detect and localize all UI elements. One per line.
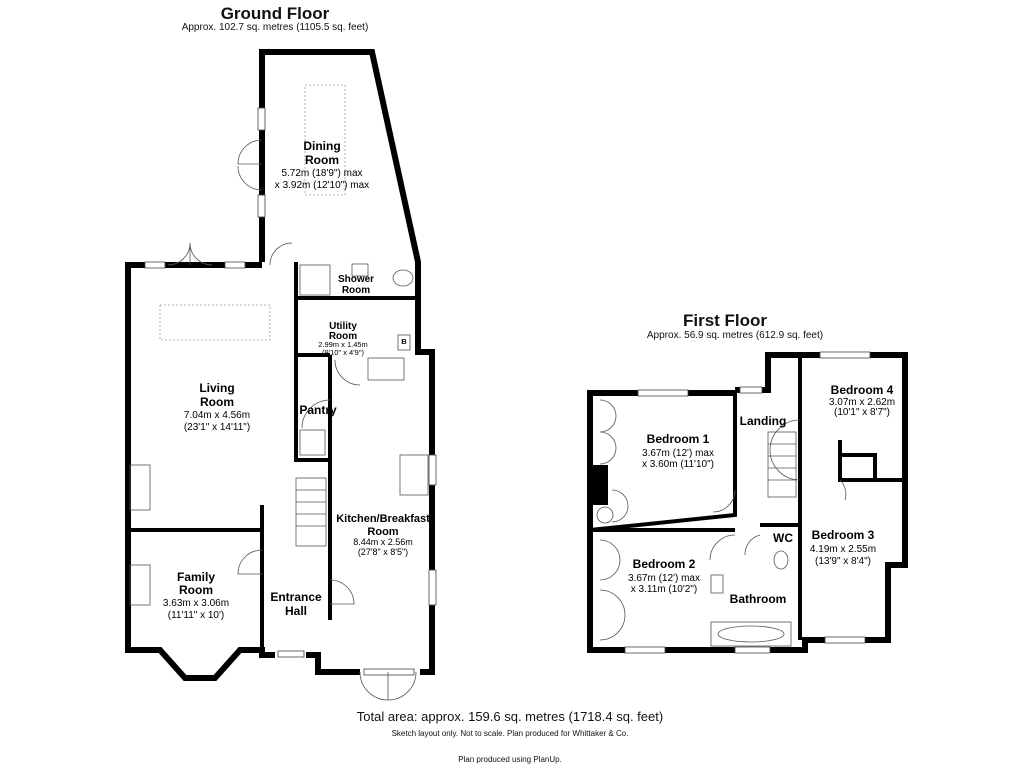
disclaimer: Sketch layout only. Not to scale. Plan p… xyxy=(391,729,629,738)
landing-label: Landing xyxy=(740,414,787,428)
svg-text:2.99m x 1.45m: 2.99m x 1.45m xyxy=(318,340,368,349)
first-floor-area: Approx. 56.9 sq. metres (612.9 sq. feet) xyxy=(646,330,824,341)
svg-text:(10'1" x 8'7"): (10'1" x 8'7") xyxy=(834,407,890,418)
bathroom-label: Bathroom xyxy=(730,592,787,606)
svg-text:(11'11" x 10'): (11'11" x 10') xyxy=(168,610,224,621)
living-room-label: Living xyxy=(199,381,234,395)
bedroom-4-label: Bedroom 4 xyxy=(831,383,894,397)
first-floor-title: First Floor xyxy=(682,311,768,330)
svg-text:Room: Room xyxy=(179,583,213,597)
pantry-label: Pantry xyxy=(299,403,337,417)
svg-text:(27'8" x 8'5"): (27'8" x 8'5") xyxy=(358,547,408,557)
svg-text:4.19m x 2.55m: 4.19m x 2.55m xyxy=(810,544,876,555)
plan-credit: Plan produced using PlanUp. xyxy=(458,755,562,764)
svg-text:Room: Room xyxy=(329,331,357,342)
ground-floor-title: Ground Floor xyxy=(220,4,330,23)
svg-text:3.63m x 3.06m: 3.63m x 3.06m xyxy=(163,598,229,609)
entrance-hall-label: Entrance xyxy=(270,590,322,604)
ground-outer-wall xyxy=(259,49,435,675)
bedroom-2-label: Bedroom 2 xyxy=(633,557,696,571)
ground-floor-area: Approx. 102.7 sq. metres (1105.5 sq. fee… xyxy=(181,22,369,33)
svg-text:3.67m (12') max: 3.67m (12') max xyxy=(642,448,714,459)
wc-label: WC xyxy=(773,531,793,545)
svg-text:Hall: Hall xyxy=(285,604,307,618)
first-floor-plan: Bedroom 1 3.67m (12') max x 3.60m (11'10… xyxy=(587,351,908,654)
boiler-label: B xyxy=(401,337,407,346)
svg-text:(13'9" x 8'4"): (13'9" x 8'4") xyxy=(815,556,871,567)
svg-text:7.04m x 4.56m: 7.04m x 4.56m xyxy=(184,410,250,421)
dining-room-label: Dining xyxy=(303,139,340,153)
svg-text:x 3.92m (12'10") max: x 3.92m (12'10") max xyxy=(275,180,369,191)
ground-outer-wall-left xyxy=(125,262,275,681)
svg-text:Room: Room xyxy=(305,153,339,167)
svg-text:8.44m x 2.56m: 8.44m x 2.56m xyxy=(353,537,413,547)
total-area: Total area: approx. 159.6 sq. metres (17… xyxy=(356,709,664,724)
svg-text:(23'1" x 14'11"): (23'1" x 14'11") xyxy=(184,422,250,433)
first-outer-wall xyxy=(587,352,908,653)
shower-room-label: Shower xyxy=(338,274,374,285)
svg-text:Room: Room xyxy=(367,526,398,538)
svg-text:x 3.11m (10'2"): x 3.11m (10'2") xyxy=(631,584,697,595)
utility-room-label: Utility xyxy=(329,321,357,332)
bedroom-1-label: Bedroom 1 xyxy=(647,432,710,446)
svg-text:(9'10" x 4'9"): (9'10" x 4'9") xyxy=(322,348,364,357)
kitchen-label: Kitchen/Breakfast xyxy=(336,513,430,525)
svg-text:Room: Room xyxy=(342,285,370,296)
chimney-breast xyxy=(590,465,608,505)
family-room-label: Family xyxy=(177,570,215,584)
ground-floor-plan: Dining Room 5.72m (18'9") max x 3.92m (1… xyxy=(125,49,437,701)
svg-text:3.67m (12') max: 3.67m (12') max xyxy=(628,573,700,584)
svg-text:x 3.60m (11'10"): x 3.60m (11'10") xyxy=(642,459,714,470)
svg-text:Room: Room xyxy=(200,395,234,409)
svg-text:5.72m (18'9") max: 5.72m (18'9") max xyxy=(281,168,362,179)
svg-text:3.07m x 2.62m: 3.07m x 2.62m xyxy=(829,397,895,408)
bedroom-3-label: Bedroom 3 xyxy=(812,528,875,542)
